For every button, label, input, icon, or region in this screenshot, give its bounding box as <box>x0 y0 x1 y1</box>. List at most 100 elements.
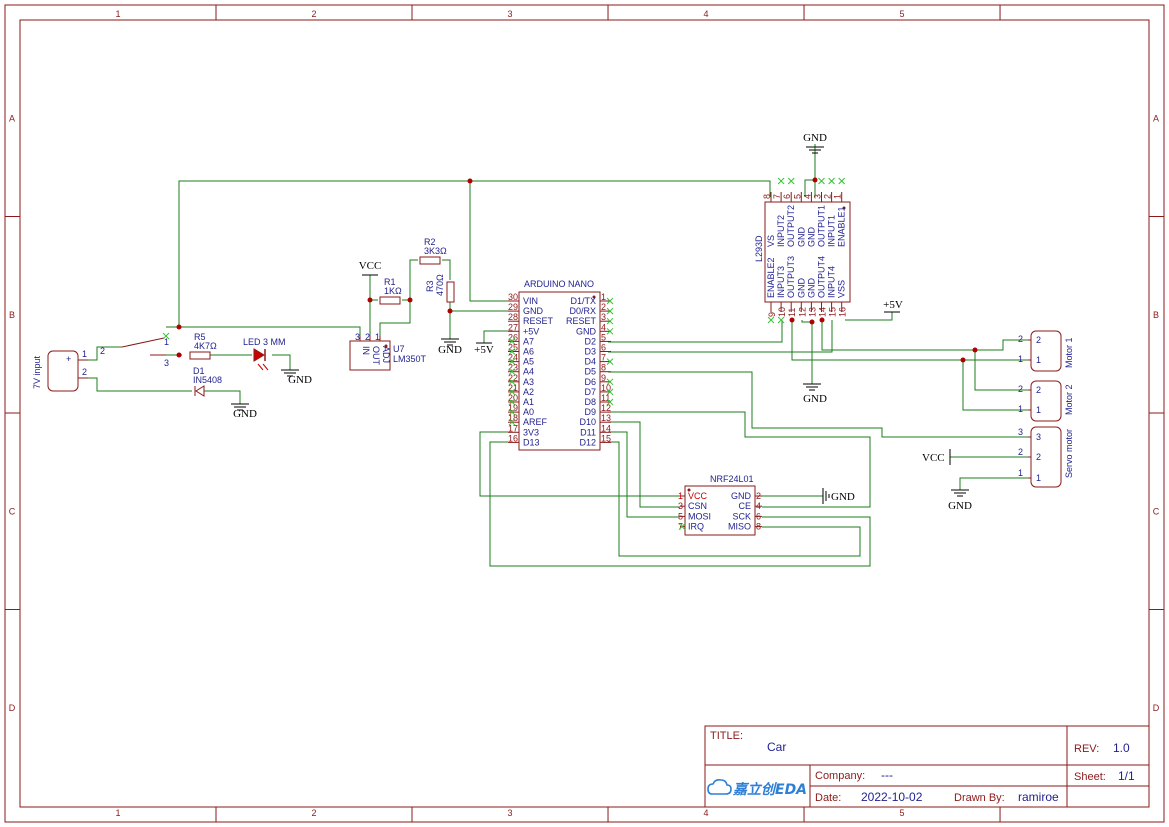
r2-value: 3K3Ω <box>424 246 447 256</box>
d1-ref: D1 <box>193 366 205 376</box>
svg-text:1: 1 <box>601 292 606 302</box>
svg-text:7: 7 <box>601 353 606 363</box>
svg-text:D6: D6 <box>584 377 596 387</box>
motor1-pin1: 1 <box>1018 354 1023 364</box>
zone-col-label: 3 <box>508 9 513 19</box>
svg-text:14: 14 <box>818 307 828 317</box>
zone-col-label: 5 <box>900 9 905 19</box>
vcc-symbol-servo: VCC <box>922 449 951 465</box>
svg-text:6: 6 <box>756 511 761 521</box>
svg-text:23: 23 <box>508 363 518 373</box>
svg-text:4: 4 <box>601 322 606 332</box>
r5-ref: R5 <box>194 332 206 342</box>
svg-text:1: 1 <box>833 194 843 199</box>
switch-pin2: 2 <box>100 346 105 356</box>
gnd-label: GND <box>233 408 257 420</box>
svg-text:8: 8 <box>756 522 761 532</box>
svg-text:OUTPUT3: OUTPUT3 <box>786 256 796 298</box>
motor1-pin2-inner: 2 <box>1036 335 1041 345</box>
switch-pin1: 1 <box>164 337 169 347</box>
svg-text:8: 8 <box>762 194 772 199</box>
led: LED 3 MM <box>243 337 286 371</box>
motor2-pin2-inner: 2 <box>1036 385 1041 395</box>
l293-pin-output3: 11 OUTPUT3 <box>786 256 797 317</box>
svg-text:11: 11 <box>787 308 797 317</box>
svg-text:22: 22 <box>508 373 518 383</box>
svg-text:VIN: VIN <box>523 296 538 306</box>
svg-text:5: 5 <box>678 511 683 521</box>
p5v-label: +5V <box>474 344 494 356</box>
svg-text:19: 19 <box>508 403 518 413</box>
svg-text:INPUT3: INPUT3 <box>776 266 786 298</box>
svg-text:9: 9 <box>601 373 606 383</box>
svg-text:18: 18 <box>508 413 518 423</box>
no-connect-icon <box>828 177 835 185</box>
svg-text:+5V: +5V <box>523 326 539 336</box>
input-pin1: 1 <box>82 349 87 359</box>
svg-text:D4: D4 <box>584 357 596 367</box>
l293-pin-vs: 8VS <box>762 192 776 247</box>
svg-text:11: 11 <box>601 393 610 403</box>
motor2-pin1: 1 <box>1018 404 1023 414</box>
svg-text:A5: A5 <box>523 357 534 367</box>
servo-pin3-inner: 3 <box>1036 432 1041 442</box>
gnd-label: GND <box>948 500 972 512</box>
svg-text:9: 9 <box>767 312 777 317</box>
svg-text:21: 21 <box>508 383 518 393</box>
no-connect-icon <box>508 348 516 355</box>
no-connect-icon <box>838 177 846 185</box>
r1-value: 1KΩ <box>384 286 402 296</box>
svg-text:17: 17 <box>508 423 518 433</box>
sheet-label: Sheet: <box>1074 771 1106 783</box>
svg-text:7: 7 <box>772 194 782 199</box>
svg-text:A4: A4 <box>523 367 534 377</box>
nano-pin-d0-rx: 2D0/RX <box>569 302 614 316</box>
servo-connector: 3 2 1 3 2 1 Servo motor <box>1018 426 1074 488</box>
input-connector: 1 2 + 7V input <box>32 349 88 392</box>
no-connect-icon <box>508 408 516 416</box>
svg-text:5: 5 <box>792 194 802 199</box>
gnd-symbol-l293: GND <box>803 383 827 405</box>
gnd-label: GND <box>803 132 827 144</box>
drawn-value: ramiroe <box>1018 790 1059 804</box>
svg-text:2: 2 <box>823 194 833 199</box>
svg-text:ENABLE2: ENABLE2 <box>766 257 776 298</box>
svg-text:3: 3 <box>813 194 823 199</box>
motor1-pin2: 2 <box>1018 334 1023 344</box>
svg-text:3: 3 <box>601 312 606 322</box>
r3-value: 470Ω <box>435 274 445 296</box>
u7-pin3: 3 <box>355 332 360 342</box>
svg-text:GND: GND <box>576 326 597 336</box>
svg-text:1: 1 <box>678 491 683 501</box>
no-connect-icon <box>777 316 785 324</box>
motor1-label: Motor 1 <box>1064 337 1074 368</box>
resistor-r1: R1 1KΩ <box>379 277 402 305</box>
input-label: 7V input <box>32 355 42 389</box>
svg-text:D1/TX: D1/TX <box>570 296 596 306</box>
svg-text:AREF: AREF <box>523 417 548 427</box>
no-connect-icon <box>606 388 614 396</box>
no-connect-icon <box>818 177 825 185</box>
nano-pin-d5: 8D5 <box>584 363 611 377</box>
svg-text:D12: D12 <box>579 437 596 447</box>
nano-pin-aref: 18 AREF <box>508 413 548 427</box>
r1-ref: R1 <box>384 277 396 287</box>
u7-pin2: 2 <box>365 332 370 342</box>
zone-col-label: 2 <box>312 808 317 818</box>
no-connect-icon <box>606 378 614 386</box>
servo-pin1-inner: 1 <box>1036 473 1041 483</box>
svg-text:D2: D2 <box>584 336 596 346</box>
